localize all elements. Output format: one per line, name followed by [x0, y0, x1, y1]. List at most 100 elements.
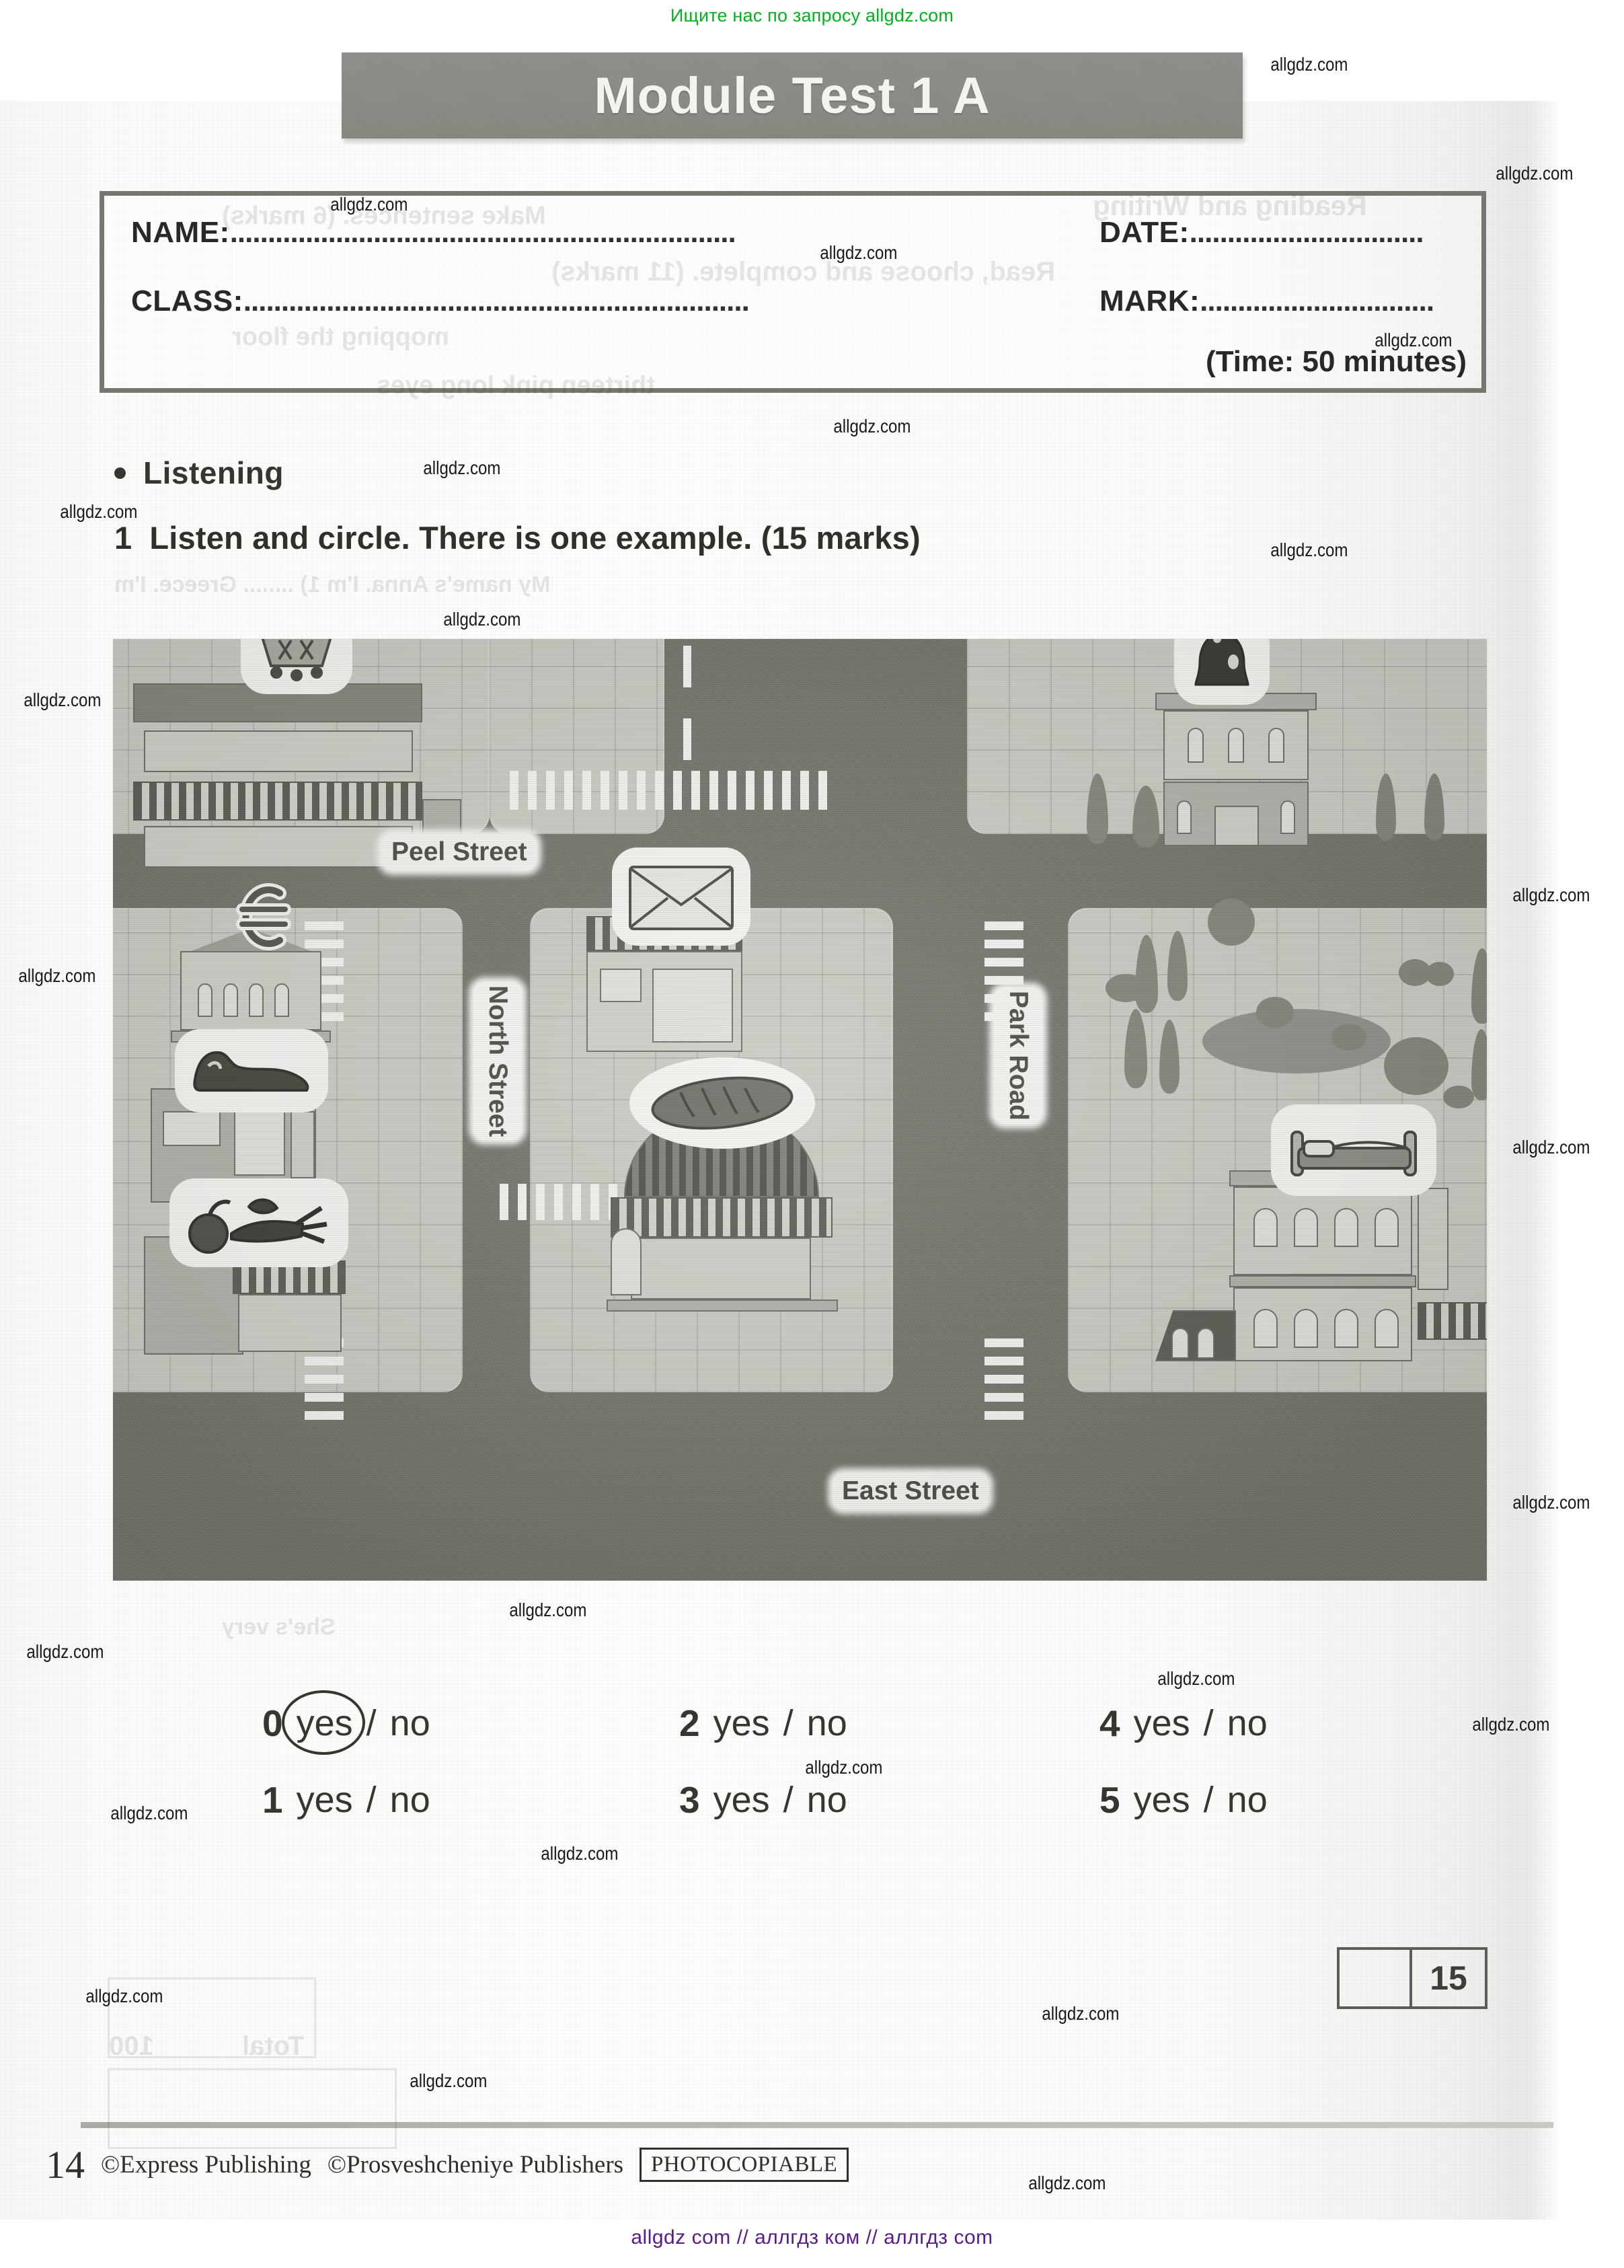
- road-centre-dashes: [683, 646, 691, 800]
- answer-option-yes[interactable]: yes: [281, 1690, 365, 1755]
- ghost-text: Reading and Writing: [1093, 190, 1367, 221]
- watermark-text: allgdz.com: [509, 1599, 587, 1620]
- mark-dotted-line[interactable]: ...............................: [1200, 287, 1434, 316]
- shoe-icon: [180, 1034, 323, 1107]
- police-helmet-icon: [1180, 639, 1264, 700]
- answer-option-yes[interactable]: yes: [296, 1780, 353, 1820]
- ghost-box: [108, 2068, 397, 2149]
- building-shoe-shop: [151, 1069, 325, 1211]
- watermark-text: allgdz.com: [541, 1843, 619, 1864]
- watermark-text: allgdz.com: [1512, 1492, 1590, 1513]
- answer-row[interactable]: 2 yes / no: [679, 1702, 847, 1745]
- watermark-text: allgdz.com: [26, 1641, 104, 1662]
- vegetables-glyph: [188, 1198, 327, 1254]
- bread-loaf-icon: [635, 1063, 810, 1143]
- answer-row[interactable]: 0 yes / no: [262, 1690, 430, 1755]
- tree-icon: [1443, 1086, 1474, 1108]
- answer-option-yes[interactable]: yes: [1133, 1780, 1190, 1820]
- answer-row[interactable]: 3 yes / no: [679, 1778, 847, 1821]
- ghost-box: [108, 1977, 316, 2058]
- date-dotted-line[interactable]: ...............................: [1189, 218, 1424, 248]
- town-map-illustration: Peel Street North Street Park Road East …: [113, 639, 1487, 1581]
- watermark-text: allgdz.com: [833, 416, 911, 437]
- page-title: Module Test 1 A: [594, 67, 991, 124]
- answer-option-no[interactable]: no: [389, 1780, 430, 1820]
- tree-icon: [1167, 931, 1188, 1001]
- watermark-text: allgdz.com: [1512, 884, 1590, 905]
- answer-number: 0: [262, 1702, 283, 1744]
- answer-option-no[interactable]: no: [1227, 1703, 1268, 1743]
- mark-field-row[interactable]: MARK: ...............................: [1099, 285, 1483, 318]
- answer-option-no[interactable]: no: [389, 1703, 430, 1743]
- footer-divider: [81, 2122, 1553, 2128]
- student-info-box: NAME: ..................................…: [100, 191, 1486, 393]
- street-label-east-street: East Street: [833, 1473, 989, 1509]
- watermark-text: allgdz.com: [1496, 163, 1574, 184]
- shopping-basket-glyph: [261, 639, 332, 681]
- police-helmet-glyph: [1194, 639, 1249, 686]
- answer-option-no[interactable]: no: [1227, 1780, 1268, 1820]
- tree-icon: [1256, 997, 1294, 1028]
- ghost-text: thirteen pink long eyes: [377, 371, 655, 400]
- answer-row[interactable]: 1 yes / no: [262, 1778, 430, 1821]
- bed-icon: [1276, 1110, 1431, 1190]
- bottom-watermark: allgdz com // аллгдз ком // аллгдз com: [631, 2226, 993, 2248]
- class-field-row[interactable]: CLASS: .................................…: [131, 285, 1012, 318]
- score-earned-cell[interactable]: [1340, 1950, 1412, 2006]
- watermark-text: allgdz.com: [1270, 539, 1348, 560]
- answer-row[interactable]: 4 yes / no: [1099, 1702, 1268, 1745]
- map-block-north-mid: [490, 639, 664, 834]
- watermark-text: allgdz.com: [805, 1757, 883, 1778]
- page-number: 14: [46, 2143, 85, 2187]
- publisher-express: ©Express Publishing: [101, 2151, 311, 2179]
- tree-icon: [1208, 899, 1255, 946]
- tree-icon: [1384, 1037, 1448, 1095]
- tree-icon: [1135, 935, 1158, 1013]
- building-hotel: [1155, 1170, 1487, 1372]
- answer-separator: /: [1203, 1780, 1214, 1820]
- name-label: NAME:: [131, 216, 230, 249]
- euro-glyph: [236, 883, 291, 950]
- watermark-text: allgdz.com: [1375, 330, 1453, 350]
- street-label-peel-street: Peel Street: [382, 834, 537, 870]
- answers-column-3: 4 yes / no 5 yes / no: [1099, 1702, 1268, 1855]
- answer-option-yes[interactable]: yes: [713, 1703, 770, 1743]
- answer-option-yes[interactable]: yes: [1133, 1703, 1190, 1743]
- shoe-glyph: [193, 1051, 309, 1092]
- score-box[interactable]: 15: [1337, 1947, 1487, 2009]
- envelope-glyph: [629, 866, 734, 930]
- watermark-text: allgdz.com: [85, 1986, 163, 2006]
- answer-number: 2: [679, 1702, 700, 1744]
- mark-label: MARK:: [1099, 285, 1200, 317]
- watermark-text: allgdz.com: [1472, 1714, 1550, 1735]
- date-field-row[interactable]: DATE: ...............................: [1099, 216, 1483, 250]
- watermark-text: allgdz.com: [110, 1803, 188, 1823]
- ghost-text: mopping the floor: [232, 323, 449, 351]
- watermark-text: allgdz.com: [24, 689, 102, 710]
- answer-number: 3: [679, 1779, 700, 1821]
- answer-option-no[interactable]: no: [806, 1703, 847, 1743]
- name-field-row[interactable]: NAME: ..................................…: [131, 216, 1012, 250]
- answer-option-yes[interactable]: yes: [713, 1780, 770, 1820]
- task-1-instruction: 1 Listen and circle. There is one exampl…: [114, 519, 921, 556]
- task-instruction-text: Listen and circle. There is one example.…: [149, 520, 921, 556]
- watermark-text: allgdz.com: [820, 242, 898, 263]
- bed-glyph: [1290, 1131, 1417, 1176]
- zebra-crossing-north: [510, 771, 827, 810]
- answer-row[interactable]: 5 yes / no: [1099, 1778, 1268, 1821]
- page-footer: 14 ©Express Publishing ©Prosveshcheniye …: [46, 2142, 849, 2187]
- answer-separator: /: [783, 1703, 794, 1743]
- answer-number: 5: [1099, 1779, 1120, 1821]
- answers-column-2: 2 yes / no 3 yes / no: [679, 1702, 847, 1855]
- tree-icon: [1106, 974, 1146, 1002]
- watermark-text: allgdz.com: [423, 457, 501, 478]
- class-dotted-line[interactable]: ........................................…: [243, 287, 750, 316]
- watermark-text: allgdz.com: [60, 501, 138, 522]
- answer-option-no[interactable]: no: [806, 1780, 847, 1820]
- tree-icon: [1471, 948, 1487, 1024]
- ghost-text: She's very: [222, 1614, 336, 1640]
- tree-icon: [1471, 1029, 1487, 1100]
- task-number: 1: [114, 520, 132, 556]
- name-dotted-line[interactable]: ........................................…: [229, 218, 736, 248]
- class-label: CLASS:: [131, 285, 243, 317]
